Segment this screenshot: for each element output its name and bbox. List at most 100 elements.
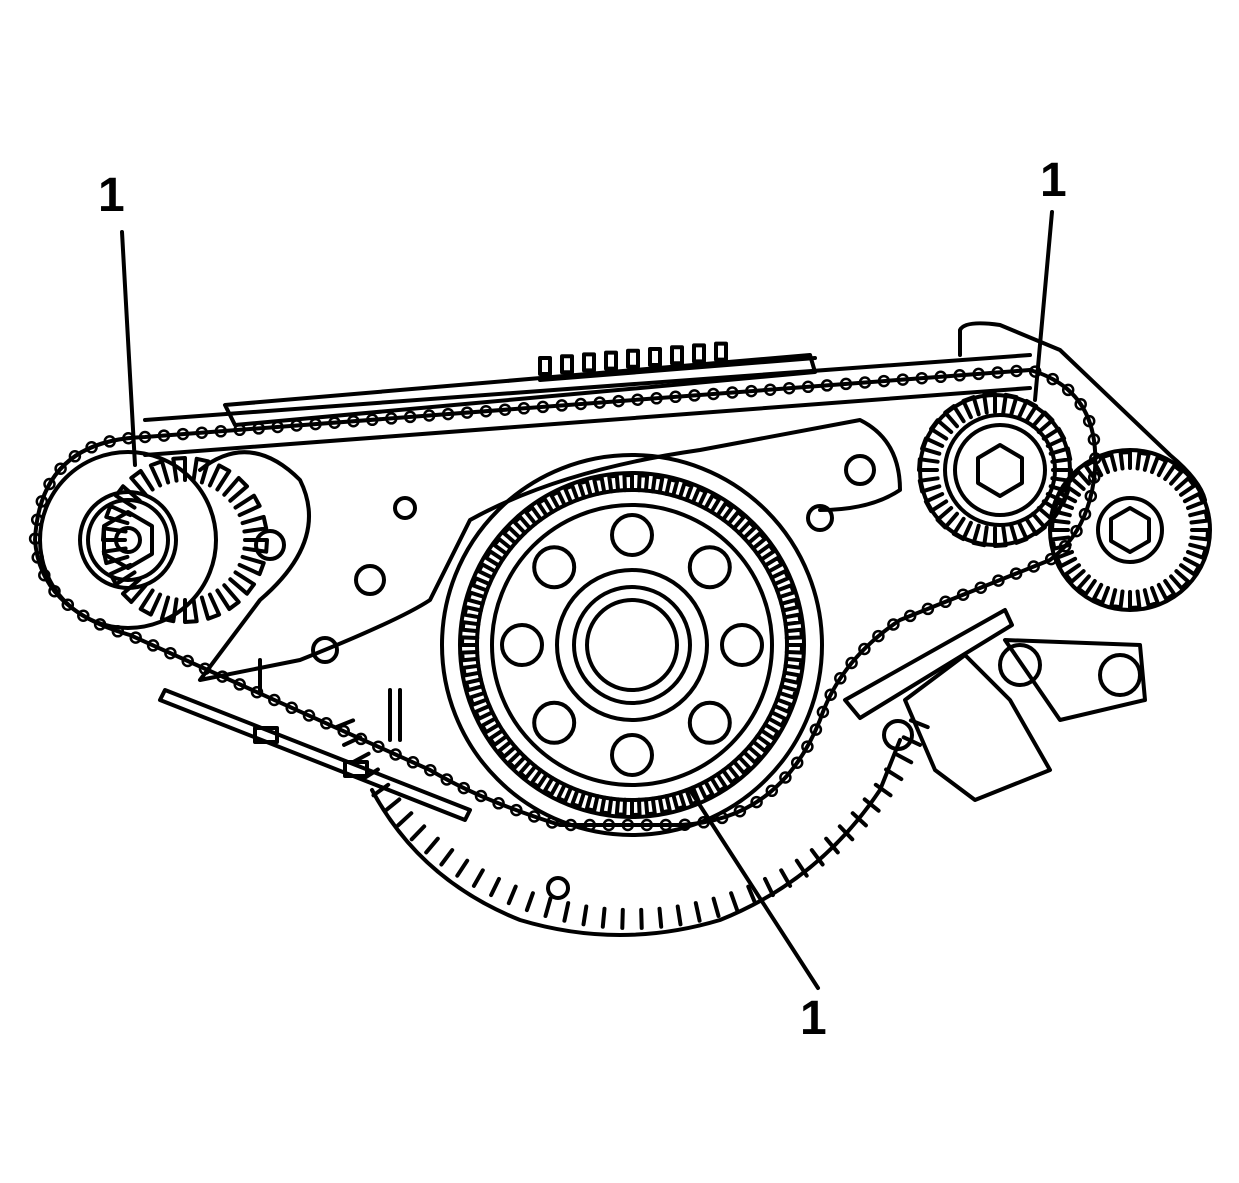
chain-roller [385, 412, 398, 425]
chain-roller [669, 390, 682, 404]
guide-tooth [538, 356, 552, 376]
chain-roller [48, 584, 61, 598]
guide-clip [343, 760, 369, 778]
chain-roller [1009, 567, 1023, 580]
tone-wheel-tooth [620, 907, 625, 930]
tone-wheel-tooth [506, 884, 518, 906]
chain-roller [564, 818, 578, 832]
chain-roller [157, 429, 171, 442]
chain-roller [877, 374, 891, 388]
chain-roller [309, 417, 322, 431]
chain-roller [77, 609, 90, 622]
tone-wheel-tooth [439, 848, 455, 867]
chain-roller [1087, 433, 1101, 446]
left-chain-guide [158, 688, 472, 822]
chain-roller [181, 654, 194, 668]
chain-roller [790, 756, 804, 769]
tone-wheel-tooth [779, 868, 793, 888]
tone-wheel-tooth [862, 797, 881, 813]
bracket-bolt [998, 643, 1042, 687]
bracket-bolt [1098, 653, 1142, 697]
chain-roller [1084, 489, 1098, 503]
tone-wheel-lower [370, 738, 902, 937]
chain-roller [593, 396, 606, 409]
chain-roller [915, 371, 929, 385]
chain-roller [956, 588, 970, 601]
chain-roller [252, 422, 265, 435]
chain-roller [31, 551, 44, 564]
tone-wheel-tooth [824, 836, 840, 855]
tone-wheel-tooth [371, 782, 391, 798]
chain-roller [612, 394, 625, 408]
tone-wheel-tooth [489, 876, 501, 898]
tone-wheel-tooth [424, 836, 440, 855]
tone-wheel-tooth [873, 782, 893, 798]
chain-roller [801, 380, 815, 394]
chain-roller [650, 392, 663, 405]
tone-wheel-tooth [409, 824, 427, 842]
chain-roller [146, 639, 160, 652]
chain-roller [1058, 540, 1072, 553]
chain-roller [1046, 372, 1059, 386]
chain-roller [545, 816, 559, 829]
chain-roller [809, 723, 823, 736]
chain-roller [93, 618, 107, 631]
chain-roller [839, 377, 853, 391]
camshaft-bolt [102, 510, 154, 570]
callout-label: 1 [98, 169, 125, 222]
sprocket-teeth [460, 473, 804, 817]
intake-camshaft-sprocket [917, 392, 1073, 548]
chain-roller [934, 370, 947, 384]
chain-roller [492, 797, 505, 810]
tone-wheel-tooth [763, 876, 775, 898]
chain-roller [801, 740, 814, 753]
chain-links [28, 364, 1102, 832]
chain-roller [290, 419, 303, 432]
chain-roller [35, 495, 49, 508]
chain-roller [347, 414, 360, 428]
chain-roller [271, 420, 284, 434]
chain-roller [424, 763, 437, 777]
chain-roller [30, 513, 44, 527]
tensioner-body [903, 653, 1052, 802]
chain-roller [103, 435, 116, 448]
tone-wheel-tooth [893, 751, 914, 765]
chain-roller [1082, 414, 1096, 428]
guide-tooth [626, 348, 640, 369]
chain-roller [1010, 364, 1023, 378]
guide-tooth [582, 352, 596, 373]
chain-roller [750, 795, 763, 809]
chain-roller [54, 462, 67, 475]
chain-roller [38, 568, 51, 582]
tone-wheel-tooth [884, 767, 904, 782]
chain-roller [474, 789, 488, 803]
tone-wheel-tooth [383, 797, 402, 813]
chain-roller [422, 409, 436, 422]
chain-roller [440, 773, 454, 786]
crank-bolt-hole [687, 700, 732, 745]
chain-roller [527, 810, 541, 823]
chain-roller [992, 574, 1005, 587]
tone-wheel-tooth [809, 848, 825, 867]
chain-roller [28, 532, 42, 545]
chain-roller [536, 400, 550, 414]
chain-tensioner [843, 608, 1014, 720]
chain-roller [707, 387, 720, 401]
chain-roller [517, 402, 531, 415]
chain-roller [816, 705, 830, 719]
chain-roller [214, 425, 228, 438]
chain-roller [715, 811, 729, 825]
tone-wheel-tooth [675, 904, 683, 927]
chain-roller [782, 381, 796, 395]
tone-wheel-tooth [543, 896, 553, 918]
tone-wheel-tooth [657, 906, 664, 929]
crankshaft-sprocket [440, 453, 824, 837]
chain-roller [320, 717, 333, 730]
guide-tooth [714, 341, 728, 362]
guide-tooth [604, 350, 618, 371]
chain-roller [176, 427, 190, 441]
camshaft-bolt [976, 443, 1024, 498]
chain-roller [389, 748, 402, 761]
housing-outline [958, 321, 1207, 502]
chain-roller [68, 450, 82, 463]
